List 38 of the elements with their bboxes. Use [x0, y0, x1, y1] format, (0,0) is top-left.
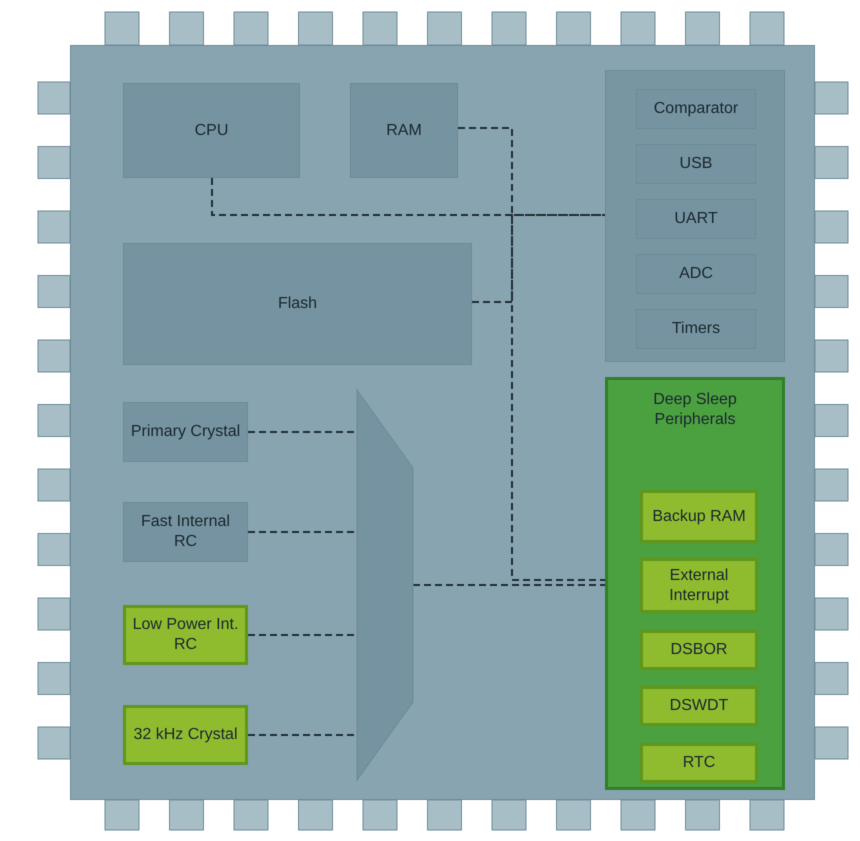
block-label: 32 kHz Crystal: [133, 725, 238, 745]
block-box: [123, 83, 300, 178]
dashed-connector: [248, 634, 357, 636]
block-label: ADC: [679, 264, 713, 284]
block-box: [123, 705, 248, 765]
block-box: [640, 686, 758, 726]
dashed-connector: [248, 531, 357, 533]
block-label: CPU: [194, 120, 228, 140]
dashed-connector: [248, 431, 357, 433]
block-label: DSWDT: [670, 696, 728, 716]
block-box: [640, 558, 758, 613]
block-label: Deep Sleep Peripherals: [652, 390, 738, 430]
block-label: DSBOR: [670, 640, 728, 660]
block-label: RTC: [682, 753, 716, 773]
block-label: External Interrupt: [668, 566, 730, 606]
block-box: [123, 502, 248, 562]
peripheral-panel: [605, 70, 785, 362]
block-label: Fast Internal RC: [140, 512, 231, 552]
block-label: Backup RAM: [652, 506, 746, 526]
block-label: Comparator: [654, 99, 738, 119]
multiplexer-trapezoid: [357, 390, 413, 780]
block-box: [350, 83, 458, 178]
block-box: [123, 243, 472, 365]
block-label: Primary Crystal: [130, 422, 240, 442]
block-label: Timers: [672, 319, 720, 339]
block-box: [640, 743, 758, 783]
block-label: Flash: [278, 294, 318, 314]
block-label: RAM: [386, 120, 422, 140]
block-label: USB: [680, 154, 712, 174]
block-box: [640, 630, 758, 670]
deep-sleep-block: [605, 377, 785, 790]
block-label: UART: [674, 209, 718, 229]
dashed-connector: [248, 734, 357, 736]
block-label: Low Power Int. RC: [132, 615, 240, 655]
block-box: [640, 490, 758, 543]
dashed-connector: [413, 584, 605, 586]
block-box: [123, 605, 248, 665]
block-box: [123, 402, 248, 462]
